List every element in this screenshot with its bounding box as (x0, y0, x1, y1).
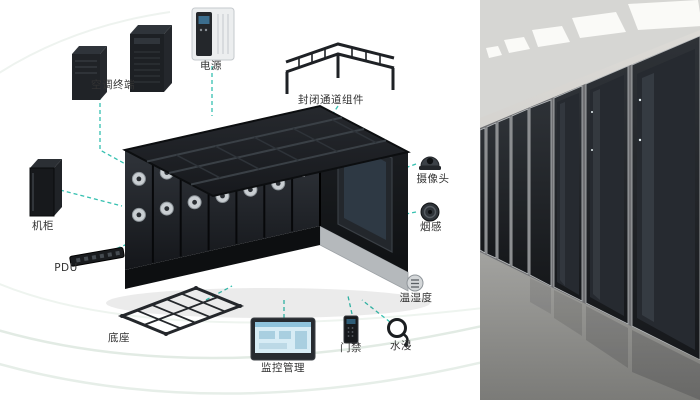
label-water-leak-sensor: 水浸 (390, 340, 412, 352)
monitoring-screen (250, 317, 316, 361)
camera-icon (419, 156, 441, 170)
label-pdu: PDU (54, 262, 78, 274)
label-temp-humidity-sensor: 温湿度 (399, 292, 433, 304)
pdu-bar (69, 247, 125, 267)
roof-crossbars (175, 119, 377, 179)
enclosed-channel-frame (285, 42, 395, 94)
diagram-panel: 空调终端 电源 封闭通道组件 摄像头 烟感 机柜 PDU 底座 监控管理 门禁 … (0, 7, 480, 395)
label-smoke-sensor: 烟感 (420, 221, 442, 233)
rack-cabinet-thumb (29, 159, 62, 217)
label-access-control: 门禁 (340, 342, 362, 354)
label-camera: 摄像头 (416, 173, 450, 185)
roof-rails (146, 116, 387, 186)
photo-svg (480, 0, 700, 400)
label-power-supply: 电源 (200, 60, 222, 72)
water-leak-sensor-icon (387, 318, 409, 347)
decorative-arcs (0, 11, 480, 395)
smoke-sensor-icon (420, 202, 440, 222)
diagram-svg (0, 7, 480, 395)
main-unit (106, 104, 430, 318)
ups-power-tower (191, 7, 235, 61)
server-room-photo (480, 0, 700, 400)
floor (480, 252, 700, 400)
aircon-terminal-cabinet (72, 46, 107, 100)
label-rack-cabinet: 机柜 (32, 220, 54, 232)
label-monitoring-mgmt: 监控管理 (261, 362, 305, 374)
unit-base-strip (125, 226, 320, 289)
base-frame-grid (117, 286, 245, 336)
label-enclosed-channel-kit: 封闭通道组件 (298, 94, 364, 106)
rack-status-leds (591, 98, 642, 151)
ceiling-lights (486, 0, 700, 58)
label-base-frame: 底座 (108, 332, 130, 344)
floor-reflections (530, 278, 700, 400)
label-aircon-terminal: 空调终端 (91, 79, 135, 91)
access-control-device (343, 315, 359, 344)
rack-glass-doors (557, 49, 695, 350)
temp-humidity-sensor-icon (406, 274, 424, 292)
aircon-indoor-unit (130, 25, 172, 92)
